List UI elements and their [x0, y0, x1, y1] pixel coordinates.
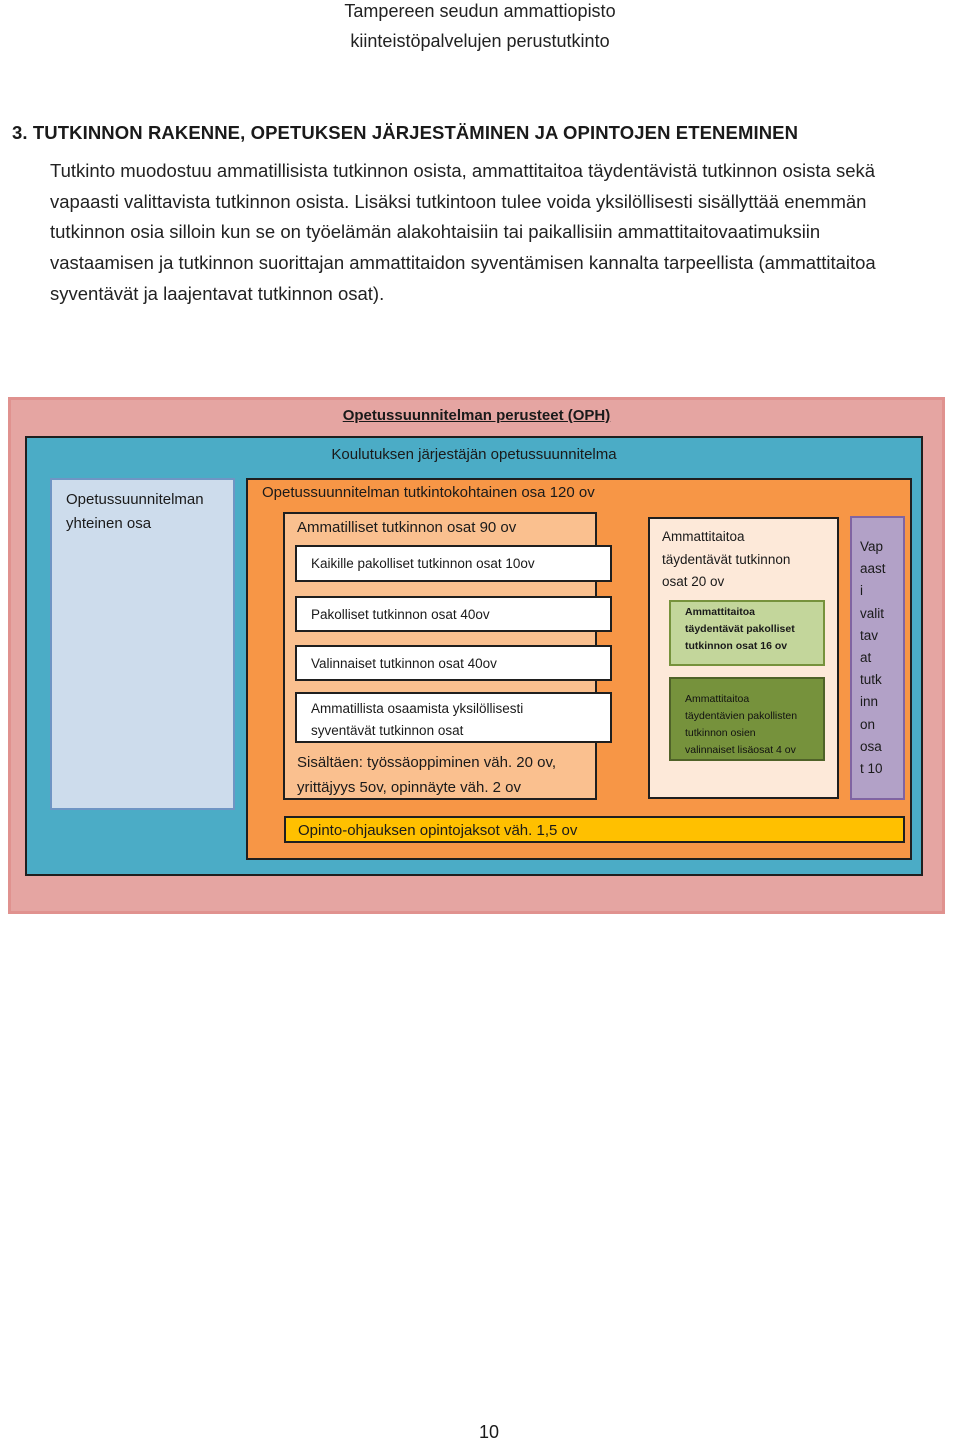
valinnaiset-label: Valinnaiset tutkinnon osat 40ov [311, 655, 497, 671]
vapaasti-line: inn [860, 694, 879, 710]
ammatilliset-title: Ammatilliset tutkinnon osat 90 ov [297, 519, 517, 536]
vapaasti-line: aast [860, 561, 886, 577]
pakolliset-label: Pakolliset tutkinnon osat 40ov [311, 606, 490, 622]
yksilollisesti-line: Ammatillista osaamista yksilöllisesti [311, 701, 524, 716]
intro-paragraph: Tutkinto muodostuu ammatillisista tutkin… [50, 156, 960, 310]
kaikille-pakolliset-box: Kaikille pakolliset tutkinnon osat 10ov [295, 545, 612, 582]
vapaasti-line: on [860, 716, 876, 732]
header-degree-name: kiinteistöpalvelujen perustutkinto [350, 31, 610, 51]
paragraph-line: vapaasti valittavista tutkinnon osista. … [50, 190, 867, 212]
vapaasti-line: at [860, 650, 872, 666]
taydentavat-pakolliset-line: täydentävät pakolliset [685, 623, 795, 635]
vapaasti-line: valit [860, 605, 885, 621]
yksilollisesti-box: Ammatillista osaamista yksilöllisesti sy… [295, 692, 612, 743]
taydentavat-pakolliset-box: Ammattitaitoa täydentävät pakolliset tut… [669, 600, 825, 666]
common-part-line: Opetussuunnitelman [66, 491, 204, 508]
common-part-line: yhteinen osa [66, 515, 152, 532]
taydentavat-title-line: täydentävät tutkinnon [662, 551, 791, 567]
vapaasti-line: tutk [860, 672, 882, 688]
including-line: yrittäjyys 5ov, opinnäyte väh. 2 ov [297, 779, 522, 796]
including-line: Sisältäen: työssäoppiminen väh. 20 ov, [297, 754, 557, 771]
taydentavat-title: Ammattitaitoa täydentävät tutkinnon osat… [662, 526, 832, 594]
header-school-name: Tampereen seudun ammattiopisto [344, 1, 616, 21]
taydentavat-valinnaiset-line: täydentävien pakollisten [685, 710, 798, 722]
common-part-box: Opetussuunnitelman yhteinen osa [50, 478, 235, 810]
section-title: 3. TUTKINNON RAKENNE, OPETUKSEN JÄRJESTÄ… [12, 122, 799, 143]
taydentavat-valinnaiset-line: valinnaiset lisäosat 4 ov [685, 744, 796, 756]
vapaasti-line: tav [860, 627, 879, 643]
specific-part-title: Opetussuunnitelman tutkintokohtainen osa… [262, 484, 595, 501]
taydentavat-pakolliset-line: Ammattitaitoa [685, 606, 756, 618]
koulutus-title: Koulutuksen järjestäjän opetussuunnitelm… [331, 446, 617, 463]
taydentavat-valinnaiset-box: Ammattitaitoa täydentävien pakollisten t… [669, 677, 825, 761]
taydentavat-pakolliset-line: tutkinnon osat 16 ov [685, 640, 788, 652]
vapaasti-line: osa [860, 738, 882, 754]
kaikille-pakolliset-label: Kaikille pakolliset tutkinnon osat 10ov [311, 556, 535, 571]
taydentavat-valinnaiset-line: Ammattitaitoa [685, 693, 750, 705]
vapaasti-line: Vap [860, 539, 884, 554]
vapaasti-line: i [860, 583, 863, 599]
vapaasti-line: t 10 [860, 761, 883, 777]
pakolliset-box: Pakolliset tutkinnon osat 40ov [295, 596, 612, 632]
yksilollisesti-line: syventävät tutkinnon osat [311, 723, 464, 738]
taydentavat-valinnaiset-line: tutkinnon osien [685, 727, 756, 739]
opinto-ohjaus-bar: Opinto-ohjauksen opintojaksot väh. 1,5 o… [284, 816, 905, 843]
paragraph-line: Tutkinto muodostuu ammatillisista tutkin… [50, 160, 876, 181]
page-number: 10 [478, 1422, 500, 1442]
taydentavat-title-line: Ammattitaitoa [662, 529, 745, 544]
paragraph-line: vastaamisen ja tutkinnon suorittajan amm… [50, 252, 876, 274]
taydentavat-title-line: osat 20 ov [662, 574, 725, 589]
paragraph-line: tutkinnon osia silloin kun se on työeläm… [50, 221, 821, 243]
paragraph-line: syventävät ja laajentavat tutkinnon osat… [50, 282, 385, 304]
opinto-ohjaus-label: Opinto-ohjauksen opintojaksot väh. 1,5 o… [298, 822, 578, 839]
valinnaiset-box: Valinnaiset tutkinnon osat 40ov [295, 645, 612, 681]
oph-title: Opetussuunnitelman perusteet (OPH) [342, 407, 611, 424]
including-text: Sisältäen: työssäoppiminen väh. 20 ov, y… [297, 750, 597, 800]
vapaasti-valittavat-box: Vap aast i valit tav at tutk inn on osa … [850, 516, 905, 800]
